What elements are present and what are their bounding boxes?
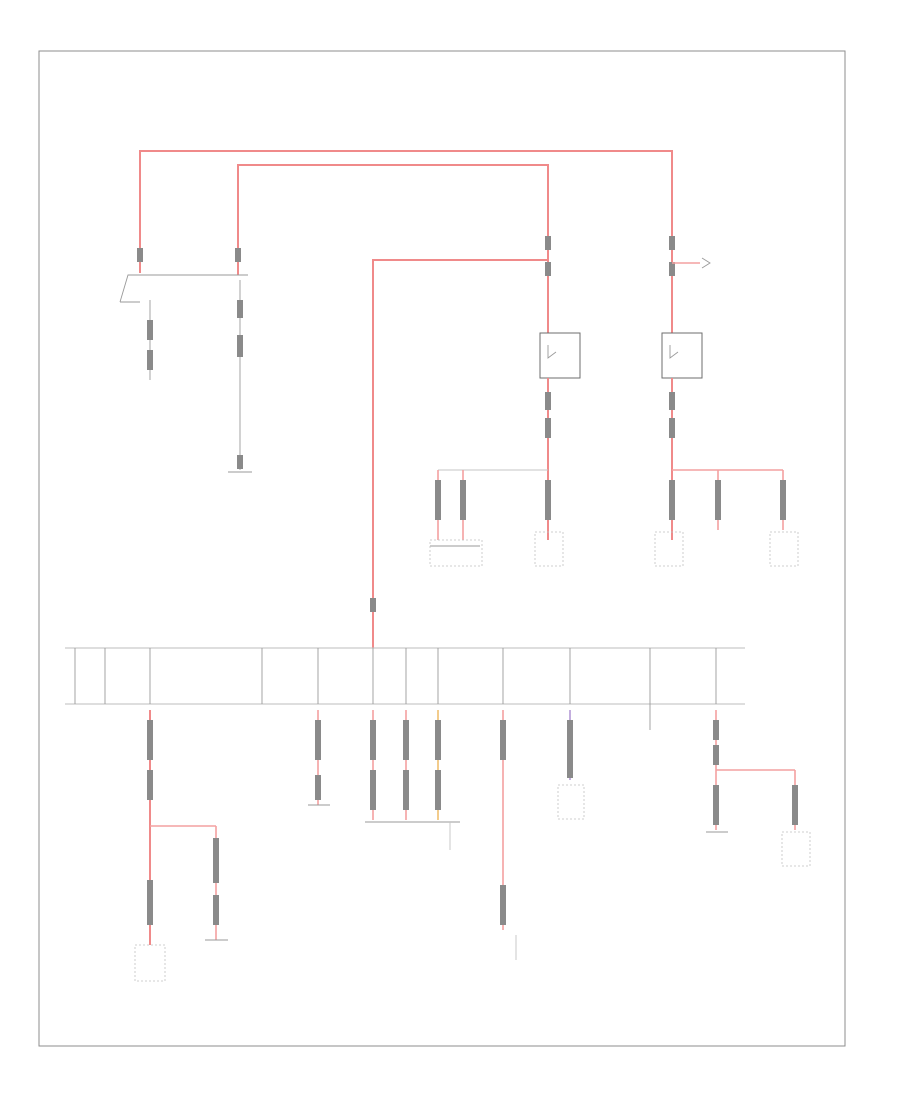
- fuse-block: [65, 647, 745, 705]
- relay-outputs: [429, 378, 799, 567]
- top-connectors: [137, 236, 675, 612]
- relay-boxes: [539, 257, 711, 379]
- top-feed-wires: [139, 150, 673, 648]
- diagram-frame: [38, 50, 846, 1047]
- left-switch-cluster: [119, 274, 252, 473]
- relay-box-right: [661, 332, 703, 379]
- relay-box-left: [539, 332, 581, 379]
- fuse-outputs: [134, 704, 811, 982]
